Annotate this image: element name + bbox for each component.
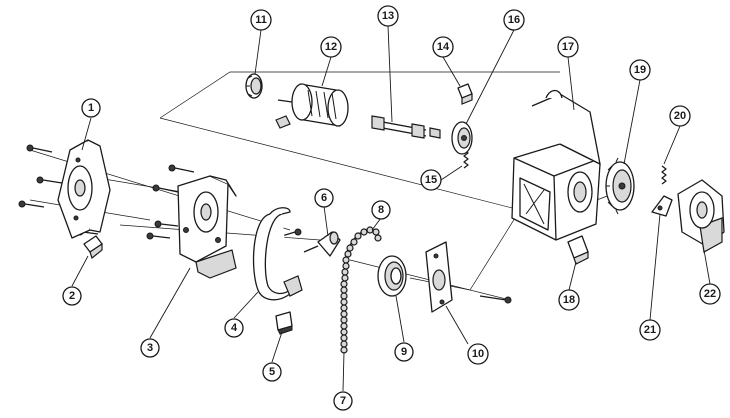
callout-10: 10 (467, 343, 489, 365)
callout-3: 3 (140, 338, 160, 358)
part-18-latch (567, 235, 589, 265)
callout-6: 6 (314, 188, 334, 208)
part-1-end-cover (57, 139, 111, 239)
part-16-gear-disc (451, 121, 473, 155)
callout-22: 22 (699, 283, 721, 305)
callout-21: 21 (639, 319, 661, 341)
callout-1: 1 (81, 98, 101, 118)
callout-20-label: 20 (674, 110, 686, 122)
part-14-bushing (457, 83, 473, 105)
callout-21-label: 21 (644, 324, 656, 336)
callout-15: 15 (420, 169, 442, 191)
callout-17: 17 (557, 36, 579, 58)
callout-15-label: 15 (425, 174, 437, 186)
callout-16: 16 (503, 9, 525, 31)
part-19-large-gear (605, 157, 635, 215)
callout-18: 18 (558, 289, 580, 311)
part-2-pin (83, 235, 103, 260)
callout-8-label: 8 (378, 204, 384, 216)
callout-20: 20 (669, 105, 691, 127)
part-9-gear-ring (377, 255, 407, 297)
callout-7-label: 7 (340, 395, 346, 407)
part-17-gearbox-housing (511, 89, 601, 241)
part-7-8-bead-chain (340, 226, 382, 354)
part-11-small-gear (245, 73, 263, 99)
callout-11: 11 (250, 9, 272, 31)
part-20-spring (661, 165, 667, 185)
part-22-end-cover (677, 179, 725, 253)
callout-17-label: 17 (562, 41, 574, 53)
callout-19: 19 (629, 59, 651, 81)
part-5-clip (275, 311, 293, 335)
part-15-spring (463, 149, 469, 169)
part-12-armature (275, 83, 349, 129)
part-21-lever (651, 195, 673, 217)
callout-13-label: 13 (382, 10, 394, 22)
callout-4-label: 4 (231, 322, 238, 334)
callout-14: 14 (432, 36, 454, 58)
callout-22-label: 22 (704, 288, 716, 300)
callout-11-label: 11 (255, 14, 267, 26)
callout-12: 12 (320, 36, 342, 58)
callout-13: 13 (377, 5, 399, 27)
part-13-shaft (371, 115, 441, 139)
callout-2-label: 2 (69, 290, 75, 302)
callout-5-label: 5 (269, 366, 275, 378)
callout-18-label: 18 (563, 294, 575, 306)
part-10-mounting-plate (425, 241, 512, 313)
leader-lines (71, 25, 711, 392)
callout-5: 5 (262, 362, 282, 382)
callout-9-label: 9 (401, 346, 407, 358)
callout-9: 9 (394, 342, 414, 362)
callout-1-label: 1 (88, 102, 94, 114)
callout-6-label: 6 (321, 192, 327, 204)
part-6-nozzle (303, 231, 341, 257)
callout-19-label: 19 (634, 64, 646, 76)
callout-2: 2 (62, 286, 82, 306)
callout-8: 8 (371, 200, 391, 220)
callout-12-label: 12 (325, 41, 337, 53)
callout-7: 7 (333, 391, 353, 411)
callout-14-label: 14 (437, 41, 450, 53)
callout-16-label: 16 (508, 14, 520, 26)
callout-4: 4 (224, 318, 244, 338)
part-3-motor-housing (177, 175, 237, 279)
part-4-hose-bracket (252, 207, 303, 301)
callout-10-label: 10 (472, 348, 484, 360)
callout-3-label: 3 (147, 342, 153, 354)
